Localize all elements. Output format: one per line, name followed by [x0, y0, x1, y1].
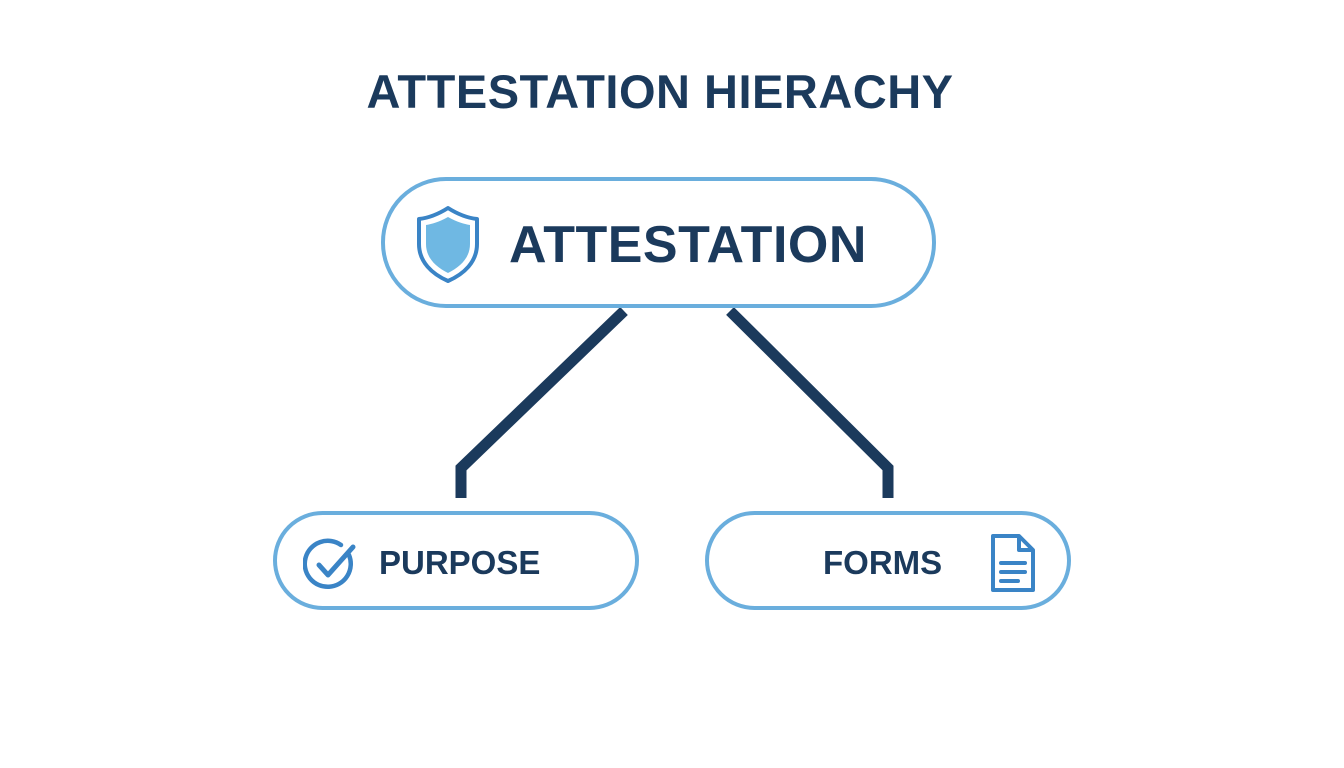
connector-right: [726, 307, 894, 498]
shield-icon: [415, 204, 481, 289]
diagram-title: ATTESTATION HIERACHY: [366, 65, 954, 118]
document-icon: [988, 533, 1038, 598]
connector-left: [455, 307, 628, 498]
child-node-purpose: PURPOSE: [273, 511, 639, 610]
child-node-label: FORMS: [823, 544, 943, 581]
child-node-forms: FORMS: [705, 511, 1071, 610]
check-circle-icon: [302, 537, 359, 598]
root-node-label: ATTESTATION: [509, 216, 867, 274]
child-node-label: PURPOSE: [379, 544, 541, 581]
root-node-attestation: ATTESTATION: [381, 177, 936, 308]
